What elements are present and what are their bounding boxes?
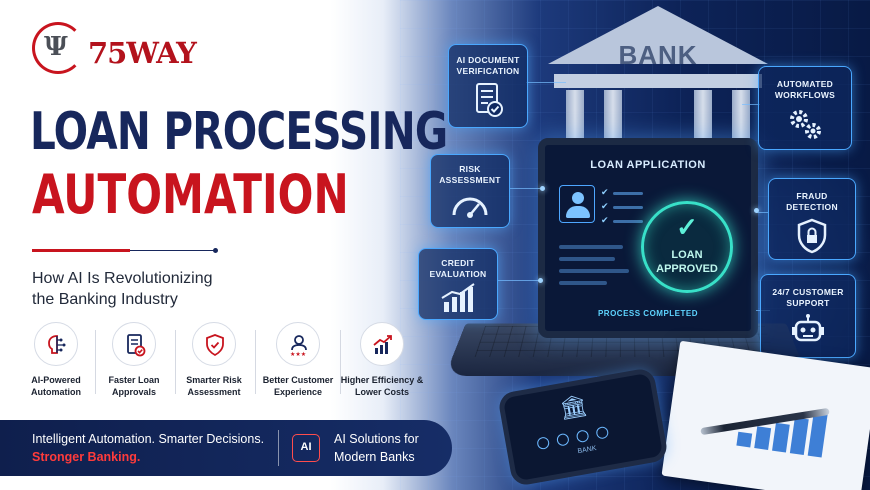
subtitle-line2: the Banking Industry	[32, 291, 178, 308]
bottom-banner: Intelligent Automation. Smarter Decision…	[0, 420, 452, 476]
checkmark-icon: ✓	[676, 212, 698, 242]
shield-check-icon	[192, 322, 236, 366]
customer-rating-icon: ★★★	[276, 322, 320, 366]
connector-line	[526, 82, 566, 83]
callout-customer-support: 24/7 CUSTOMER SUPPORT	[760, 274, 856, 358]
report-bar	[736, 431, 753, 448]
feature-label: Faster Loan Approvals	[108, 375, 160, 397]
callout-line2: WORKFLOWS	[774, 90, 836, 100]
checklist-item: ✔	[601, 215, 651, 227]
bar-chart-icon	[419, 282, 497, 319]
bank-beam	[554, 74, 762, 88]
callout-line1: RISK	[459, 164, 481, 174]
feature-label: Higher Efficiency & Lower Costs	[340, 375, 424, 397]
report-bar	[754, 426, 772, 451]
divider-navy	[130, 250, 214, 251]
growth-chart-icon	[360, 322, 404, 366]
applicant-avatar-icon	[559, 185, 595, 223]
gauge-icon	[431, 189, 509, 224]
callout-line1: CREDIT	[441, 258, 475, 268]
report-document	[661, 340, 870, 490]
connector-line	[510, 188, 540, 189]
connector-dot	[538, 278, 543, 283]
tagline-line1: Intelligent Automation. Smarter Decision…	[32, 432, 265, 446]
callout-line1: 24/7 CUSTOMER	[772, 287, 844, 297]
connector-dot	[540, 186, 545, 191]
callout-credit-evaluation: CREDIT EVALUATION	[418, 248, 498, 320]
report-bar	[772, 422, 790, 453]
bank-column	[694, 90, 712, 148]
banner-divider	[278, 430, 279, 466]
approved-line2: APPROVED	[656, 263, 718, 275]
checklist-item: ✔	[601, 201, 651, 213]
logo-glyph-icon: Ψ	[44, 32, 68, 62]
feature-divider	[175, 330, 176, 394]
headline-line2: AUTOMATION	[32, 163, 349, 226]
callout-risk-assessment: RISK ASSESSMENT	[430, 154, 510, 228]
ai-chip-icon: AI	[292, 434, 320, 462]
brain-circuit-icon	[34, 322, 78, 366]
document-check-icon	[112, 322, 156, 366]
callout-line1: AI DOCUMENT	[456, 55, 520, 65]
gears-icon	[759, 105, 851, 148]
callout-ai-document-verification: AI DOCUMENT VERIFICATION	[448, 44, 528, 128]
loan-application-title: LOAN APPLICATION	[590, 159, 706, 171]
form-line	[559, 245, 623, 249]
report-bar	[789, 417, 809, 456]
bank-sign: BANK	[618, 40, 698, 70]
solutions-line1: AI Solutions for	[334, 432, 419, 446]
divider-red	[32, 249, 130, 252]
callout-line2: EVALUATION	[429, 269, 487, 279]
tagline-line2: Stronger Banking.	[32, 450, 141, 464]
feature-divider	[255, 330, 256, 394]
headline-line1: LOAN PROCESSING	[30, 102, 448, 162]
feature-label: AI-Powered Automation	[31, 375, 81, 397]
callout-line1: AUTOMATED	[776, 79, 834, 89]
loan-approved-badge: ✓ LOAN APPROVED	[641, 201, 733, 293]
feature-label: Better Customer Experience	[262, 375, 334, 397]
feature-divider	[340, 330, 341, 394]
callout-line2: ASSESSMENT	[439, 175, 501, 185]
checklist-item: ✔	[601, 187, 651, 199]
laptop-screen: LOAN APPLICATION ✔ ✔ ✔ ✓ LOAN APPROVED P…	[538, 138, 758, 338]
svg-text:★★★: ★★★	[290, 351, 306, 357]
bank-roof	[548, 6, 768, 64]
callout-line2: SUPPORT	[786, 298, 830, 308]
callout-line1: FRAUD	[796, 191, 828, 201]
callout-line2: VERIFICATION	[456, 66, 520, 76]
divider-dot	[213, 248, 218, 253]
bank-column	[604, 90, 622, 148]
report-bar	[807, 412, 828, 458]
connector-line	[756, 212, 768, 213]
feature-divider	[95, 330, 96, 394]
shield-lock-icon	[769, 217, 855, 260]
bank-building-icon: 🏛	[557, 392, 590, 422]
callout-automated-workflows: AUTOMATED WORKFLOWS	[758, 66, 852, 150]
process-completed-text: PROCESS COMPLETED	[597, 309, 699, 318]
connector-line	[742, 104, 760, 105]
form-line	[559, 269, 629, 273]
feature-label: Smarter Risk Assessment	[186, 375, 242, 397]
document-verified-icon	[449, 81, 527, 126]
solutions-line2: Modern Banks	[334, 450, 415, 464]
callout-line2: DETECTION	[786, 202, 838, 212]
form-line	[559, 281, 607, 285]
connector-line	[498, 280, 540, 281]
approved-line1: LOAN	[671, 249, 703, 261]
brand-name: 75WAY	[88, 36, 197, 70]
form-line	[559, 257, 615, 261]
subtitle: How AI Is Revolutionizing the Banking In…	[32, 268, 362, 310]
subtitle-line1: How AI Is Revolutionizing	[32, 270, 213, 287]
bank-column	[566, 90, 584, 148]
robot-icon	[761, 313, 855, 356]
connector-dot	[754, 208, 759, 213]
logo-ring-icon	[32, 22, 84, 74]
callout-fraud-detection: FRAUD DETECTION	[768, 178, 856, 260]
bank-building: BANK	[548, 0, 768, 150]
